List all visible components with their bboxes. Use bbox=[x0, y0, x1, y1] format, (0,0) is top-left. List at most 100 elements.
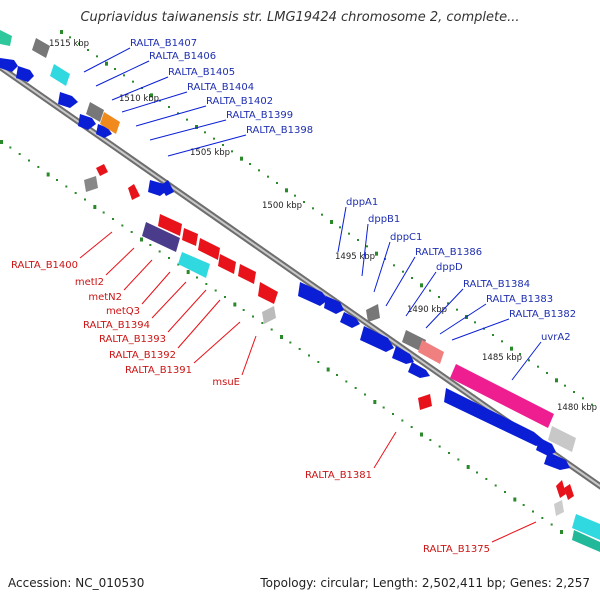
gene-magenta[interactable] bbox=[450, 364, 554, 428]
gene-grey[interactable] bbox=[84, 176, 98, 192]
gene-label-reverse[interactable]: RALTA_B1400 bbox=[11, 260, 78, 271]
gene-grey[interactable] bbox=[366, 304, 380, 322]
gene-label-reverse[interactable]: RALTA_B1381 bbox=[305, 470, 372, 481]
tick-dot bbox=[18, 153, 21, 155]
gene-label-reverse[interactable]: RALTA_B1391 bbox=[125, 365, 192, 376]
tick-dot bbox=[448, 452, 450, 454]
gene-cyan[interactable] bbox=[50, 64, 70, 86]
tick-dot bbox=[510, 346, 513, 351]
tick-dot bbox=[393, 264, 395, 267]
gene-label-reverse[interactable]: RALTA_B1392 bbox=[109, 350, 176, 361]
gene-callouts: RALTA_B1407RALTA_B1406RALTA_B1405RALTA_B… bbox=[11, 38, 576, 555]
tick-dot bbox=[196, 276, 198, 279]
tick-dot bbox=[87, 49, 89, 51]
gene-forward[interactable] bbox=[16, 66, 34, 82]
gene-forward[interactable] bbox=[360, 326, 394, 352]
gene-label-forward[interactable]: RALTA_B1383 bbox=[486, 294, 553, 305]
gene-label-forward[interactable]: RALTA_B1405 bbox=[168, 67, 235, 78]
tick-dot bbox=[420, 432, 423, 437]
gene-forward[interactable] bbox=[96, 124, 112, 138]
tick-dot bbox=[348, 232, 350, 235]
gene-reverse[interactable] bbox=[258, 282, 278, 304]
gene-label-forward[interactable]: uvrA2 bbox=[541, 332, 571, 343]
gene-label-reverse[interactable]: msuE bbox=[212, 377, 240, 388]
tick-dot bbox=[65, 185, 68, 188]
gene-cyan[interactable] bbox=[572, 514, 600, 540]
gene-forward[interactable] bbox=[340, 312, 360, 328]
gene-forward[interactable] bbox=[536, 438, 556, 456]
gene-label-forward[interactable]: dppB1 bbox=[368, 214, 400, 225]
gene-purple[interactable] bbox=[142, 222, 180, 252]
gene-reverse[interactable] bbox=[158, 214, 182, 236]
tick-dot bbox=[112, 218, 114, 220]
tick-dot bbox=[330, 220, 333, 224]
callout-line bbox=[385, 256, 416, 307]
gene-reverse[interactable] bbox=[96, 164, 108, 176]
gene-cyan[interactable] bbox=[178, 252, 210, 278]
callout-line bbox=[511, 341, 542, 381]
tick-dot bbox=[114, 68, 116, 70]
map-title: Cupriavidus taiwanensis str. LMG19424 ch… bbox=[80, 10, 520, 25]
gene-label-reverse[interactable]: RALTA_B1393 bbox=[99, 334, 166, 345]
gene-reverse[interactable] bbox=[128, 184, 140, 200]
tick-dot bbox=[501, 340, 503, 343]
gene-forward[interactable] bbox=[78, 114, 96, 130]
gene-orange[interactable] bbox=[100, 112, 120, 134]
gene-forward[interactable] bbox=[0, 58, 18, 72]
gene-pink[interactable] bbox=[418, 340, 444, 364]
gene-forward[interactable] bbox=[324, 296, 344, 314]
callout-line bbox=[105, 247, 135, 276]
gene-reverse[interactable] bbox=[198, 238, 220, 260]
callout-line bbox=[193, 321, 241, 364]
gene-label-forward[interactable]: RALTA_B1398 bbox=[246, 125, 313, 136]
gene-lightgrey[interactable] bbox=[548, 426, 576, 452]
gene-reverse[interactable] bbox=[564, 484, 574, 500]
gene-teal[interactable] bbox=[0, 30, 12, 46]
gene-forward[interactable] bbox=[544, 452, 570, 470]
tick-dot bbox=[528, 359, 530, 362]
tick-dot bbox=[121, 224, 124, 227]
gene-forward[interactable] bbox=[444, 388, 546, 446]
tick-dot bbox=[504, 491, 506, 493]
tick-dot bbox=[582, 397, 584, 400]
gene-label-reverse[interactable]: metQ3 bbox=[106, 306, 140, 317]
gene-reverse[interactable] bbox=[556, 480, 566, 498]
tick-dot bbox=[186, 270, 190, 274]
gene-label-forward[interactable]: RALTA_B1402 bbox=[206, 96, 273, 107]
gene-label-forward[interactable]: RALTA_B1386 bbox=[415, 247, 482, 258]
gene-label-reverse[interactable]: RALTA_B1394 bbox=[83, 320, 150, 331]
gene-label-forward[interactable]: dppA1 bbox=[346, 197, 378, 208]
gene-label-reverse[interactable]: RALTA_B1375 bbox=[423, 544, 490, 555]
gene-reverse[interactable] bbox=[238, 264, 256, 284]
gene-label-forward[interactable]: RALTA_B1407 bbox=[130, 38, 197, 49]
gene-lightgrey[interactable] bbox=[262, 306, 276, 324]
tick-dot bbox=[485, 478, 488, 480]
gene-reverse[interactable] bbox=[218, 254, 236, 274]
gene-label-forward[interactable]: RALTA_B1382 bbox=[509, 309, 576, 320]
gene-forward[interactable] bbox=[298, 282, 328, 306]
gene-label-forward[interactable]: RALTA_B1384 bbox=[463, 279, 530, 290]
gene-grey[interactable] bbox=[86, 102, 104, 122]
gene-forward[interactable] bbox=[58, 92, 78, 108]
gene-label-forward[interactable]: dppC1 bbox=[390, 232, 422, 243]
tick-dot bbox=[150, 93, 153, 98]
gene-label-reverse[interactable]: metI2 bbox=[75, 277, 104, 288]
gene-label-forward[interactable]: RALTA_B1404 bbox=[187, 82, 254, 93]
gene-forward[interactable] bbox=[392, 346, 414, 364]
gene-lightgrey[interactable] bbox=[554, 500, 564, 516]
gene-label-forward[interactable]: RALTA_B1406 bbox=[149, 51, 216, 62]
gene-label-forward[interactable]: RALTA_B1399 bbox=[226, 110, 293, 121]
gene-forward[interactable] bbox=[408, 362, 430, 378]
gene-grey[interactable] bbox=[32, 38, 50, 58]
gene-blue-pair[interactable] bbox=[160, 180, 174, 196]
gene-reverse[interactable] bbox=[418, 394, 432, 410]
tick-dot bbox=[532, 510, 534, 513]
tick-dot bbox=[308, 354, 310, 357]
tick-dot bbox=[312, 207, 314, 210]
gene-label-forward[interactable]: dppD bbox=[436, 262, 463, 273]
gene-teal[interactable] bbox=[572, 530, 600, 552]
gene-label-reverse[interactable]: metN2 bbox=[88, 292, 122, 303]
gene-reverse[interactable] bbox=[182, 228, 198, 246]
